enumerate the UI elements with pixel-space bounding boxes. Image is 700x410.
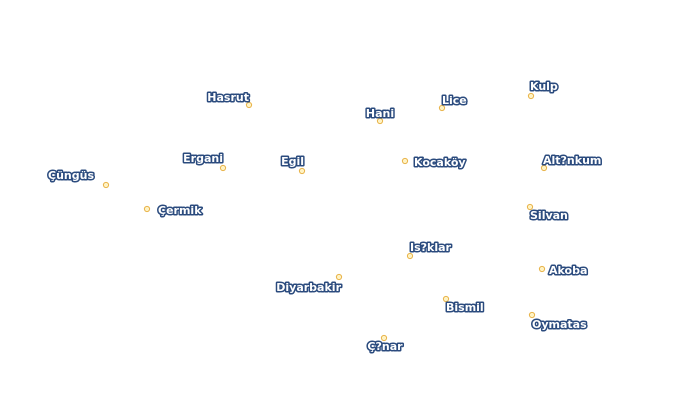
place-label-alt-nkum: Alt?nkum [543,154,601,167]
place-marker-ergani[interactable] [219,164,227,172]
place-label-kocakoy: Kocaköy [414,156,466,169]
place-label-akoba: Akoba [549,264,587,277]
place-label-ergani: Ergani [183,152,223,165]
place-label-silvan: Silvan [530,209,568,222]
place-marker-cungus[interactable] [102,181,110,189]
place-marker-hasrut[interactable] [245,101,253,109]
place-marker-silvan[interactable] [526,203,534,211]
place-label-egil: Egil [281,155,304,168]
place-marker-kocakoy[interactable] [401,157,409,165]
place-marker-alt-nkum[interactable] [540,164,548,172]
place-marker-hani[interactable] [376,117,384,125]
place-label-cungus: Çüngüs [48,169,94,182]
place-label-kulp: Kulp [530,80,558,93]
place-markers [102,92,548,342]
place-marker-akoba[interactable] [538,265,546,273]
place-label-hani: Hani [366,107,394,120]
place-marker-egil[interactable] [298,167,306,175]
place-label-cermik: Çermik [158,204,202,217]
place-label-diyarbakir: Diyarbakir [276,281,341,294]
place-label-bismil: Bismil [446,301,484,314]
place-marker-kulp[interactable] [527,92,535,100]
place-marker-oymatas[interactable] [528,311,536,319]
place-label-c-nar: Ç?nar [367,340,403,353]
place-marker-is-klar[interactable] [406,252,414,260]
place-label-lice: Lice [442,94,467,107]
place-label-oymatas: Oymatas [532,318,587,331]
place-marker-c-nar[interactable] [380,334,388,342]
place-marker-cermik[interactable] [143,205,151,213]
place-label-hasrut: Hasrut [207,91,249,104]
place-label-is-klar: Is?klar [410,241,452,254]
place-marker-diyarbakir[interactable] [335,273,343,281]
place-marker-bismil[interactable] [442,295,450,303]
place-marker-lice[interactable] [438,104,446,112]
